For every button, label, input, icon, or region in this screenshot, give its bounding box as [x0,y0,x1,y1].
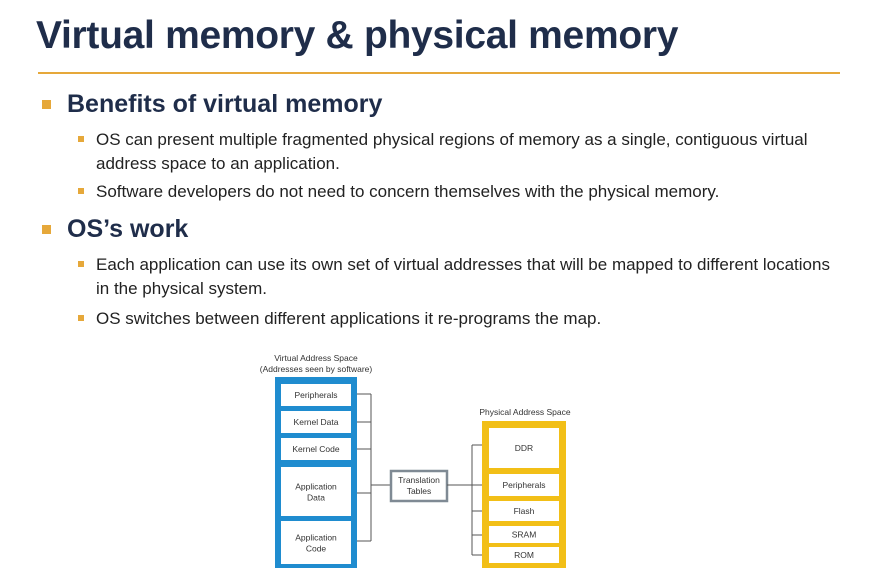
physical-block-label: SRAM [512,530,537,540]
virtual-block [281,384,351,406]
translation-tables-box [389,469,449,503]
bullet-text: Each application can use its own set of … [96,255,830,298]
virtual-block-label: Application [295,482,337,492]
bullet-square-icon [78,315,84,321]
virtual-block-label: Code [306,544,327,554]
physical-block-label: Flash [514,506,535,516]
bullet-point: OS switches between different applicatio… [78,307,838,331]
title-underline [38,72,840,74]
virtual-block [281,521,351,564]
bullet-text: OS switches between different applicatio… [96,309,602,328]
bullet-text: Software developers do not need to conce… [96,182,720,201]
physical-block [489,474,559,496]
virtual-block [281,411,351,433]
virtual-block-label: Kernel Code [292,444,340,454]
bullet-text: OS can present multiple fragmented physi… [96,130,808,173]
bullet-point: Software developers do not need to conce… [78,180,838,204]
physical-block-label: Peripherals [503,480,546,490]
bullet-point: OS can present multiple fragmented physi… [78,128,838,176]
virtual-block [281,438,351,460]
physical-space-title: Physical Address Space [479,407,570,417]
physical-block [489,547,559,563]
physical-block-label: DDR [515,443,533,453]
bullet-square-icon [78,136,84,142]
physical-block-label: ROM [514,550,534,560]
virtual-block-label: Peripherals [295,390,338,400]
translation-tables-label: Tables [407,486,432,496]
physical-connectors [447,444,486,556]
section-heading-text: OS’s work [67,215,189,243]
bullet-square-icon [78,188,84,194]
virtual-block-label: Data [307,493,325,503]
virtual-block-label: Application [295,533,337,543]
section-heading-os-work: OS’s work [42,215,188,244]
virtual-connectors [357,393,391,542]
bullet-point: Each application can use its own set of … [78,253,838,301]
physical-block [489,501,559,521]
virtual-block [281,467,351,516]
section-heading-text: Benefits of virtual memory [67,90,383,118]
bullet-square-icon [42,225,51,234]
bullet-square-icon [78,261,84,267]
virtual-space-title: Virtual Address Space [274,353,358,363]
physical-block [489,526,559,543]
slide-title: Virtual memory & physical memory [36,14,679,57]
bullet-square-icon [42,100,51,109]
physical-block [489,428,559,468]
virtual-block-label: Kernel Data [294,417,339,427]
translation-tables-label: Translation [398,475,440,485]
virtual-space-subtitle: (Addresses seen by software) [260,364,373,374]
section-heading-benefits: Benefits of virtual memory [42,90,382,119]
